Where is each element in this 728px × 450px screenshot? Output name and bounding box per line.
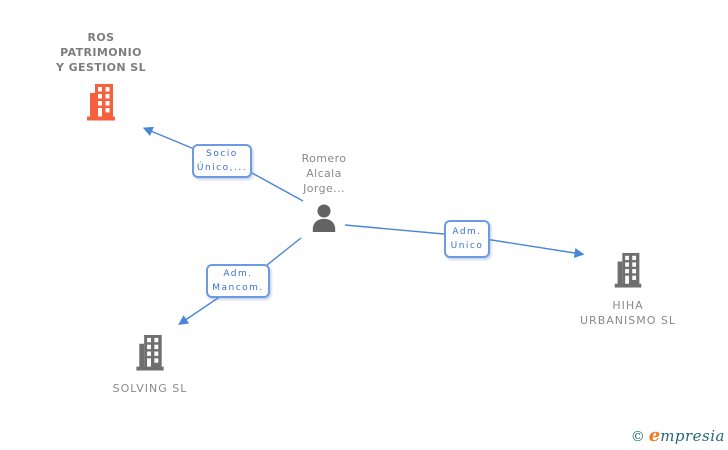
person-name: Romero Alcala Jorge... <box>301 152 347 195</box>
connector-romero-ros <box>142 126 304 202</box>
company-name: SOLVING SL <box>112 382 188 395</box>
node-person-romero-alcala[interactable]: Romero Alcala Jorge... <box>276 151 372 236</box>
empresia-logo[interactable]: ©empresia <box>631 425 725 446</box>
edge-label-adm-unico[interactable]: Adm. Unico <box>444 220 490 258</box>
copyright-icon: © <box>630 429 645 445</box>
node-company-ros-patrimonio[interactable]: ROS PATRIMONIO Y GESTION SL <box>38 30 164 125</box>
brand-name: mpresia <box>660 427 725 445</box>
brand-initial: e <box>648 425 661 446</box>
building-icon <box>102 334 198 375</box>
building-icon <box>38 83 164 125</box>
edge-label-socio-unico[interactable]: Socio Único,... <box>192 144 252 178</box>
node-company-hiha-urbanismo[interactable]: HIHA URBANISMO SL <box>573 252 683 328</box>
building-icon <box>573 252 683 292</box>
company-name: HIHA URBANISMO SL <box>580 299 676 327</box>
person-icon <box>276 204 372 236</box>
edge-label-adm-mancom[interactable]: Adm. Mancom. <box>206 264 270 298</box>
node-company-solving[interactable]: SOLVING SL <box>102 334 198 396</box>
company-name: ROS PATRIMONIO Y GESTION SL <box>56 31 146 74</box>
